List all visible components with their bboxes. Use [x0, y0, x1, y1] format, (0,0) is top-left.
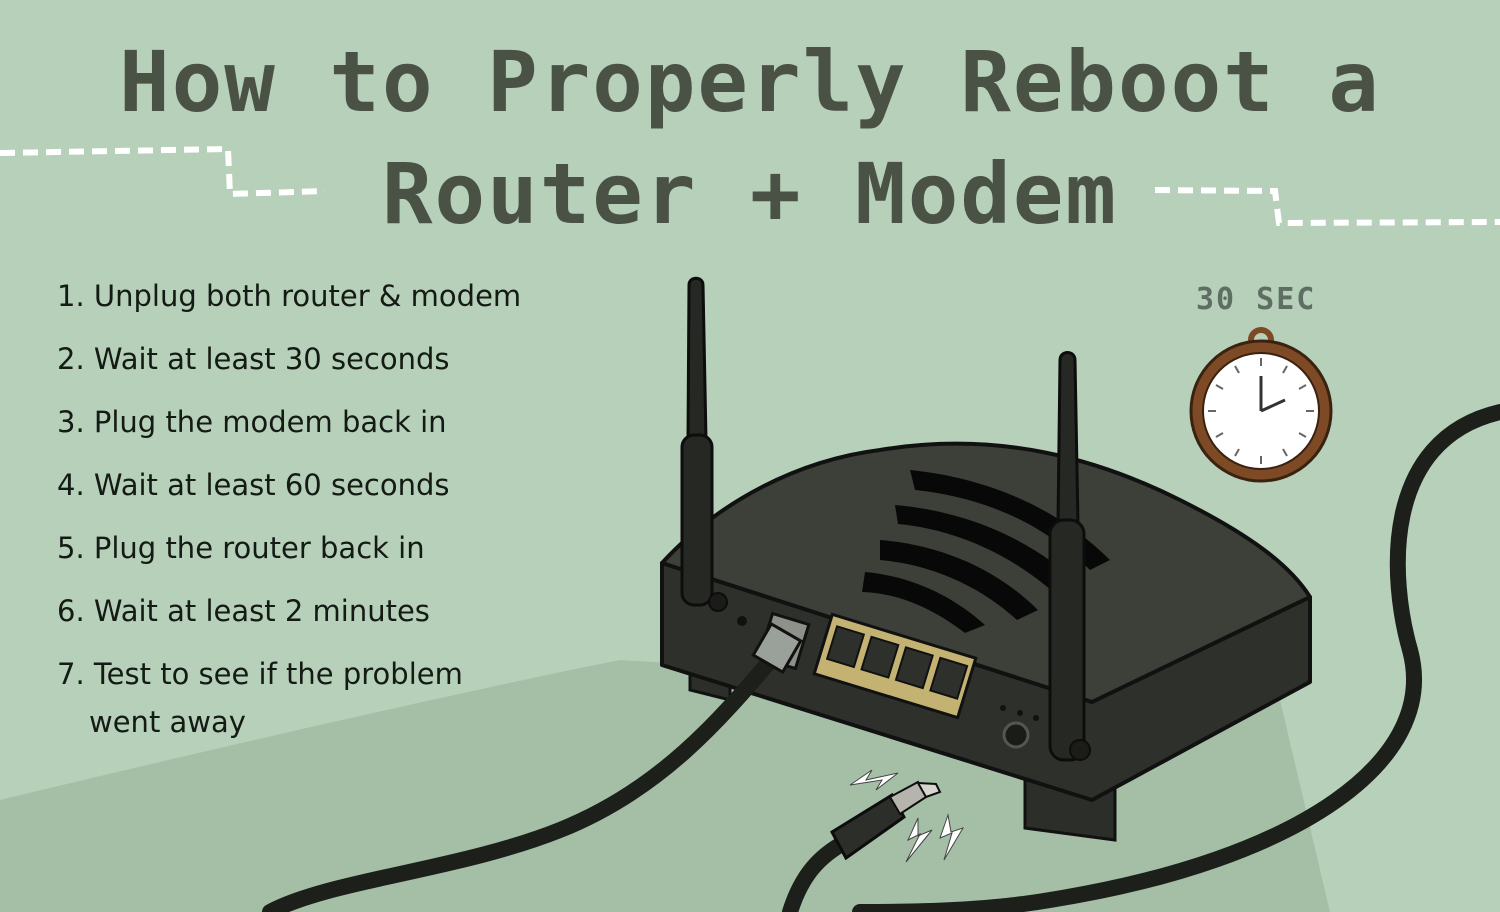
timer-label: 30 SEC — [1196, 282, 1317, 317]
step-text: 3. Plug the modem back in — [57, 405, 447, 439]
audio-plug-icon — [782, 780, 942, 912]
step-item: 2. Wait at least 30 seconds — [57, 335, 521, 398]
step-text: 6. Wait at least 2 minutes — [57, 594, 430, 628]
page-title-line-2: Router + Modem — [381, 145, 1118, 243]
wifi-stripes — [862, 470, 1110, 633]
stopwatch-icon — [1189, 327, 1333, 483]
step-item: 6. Wait at least 2 minutes — [57, 587, 521, 650]
step-item: 7. Test to see if the problem went away — [57, 650, 521, 739]
spark-icon — [849, 769, 965, 863]
step-text: 5. Plug the router back in — [57, 531, 425, 565]
antenna-right — [1048, 351, 1091, 762]
step-item: 3. Plug the modem back in — [57, 398, 521, 461]
step-item: 5. Plug the router back in — [57, 524, 521, 587]
router-illustration — [660, 441, 1312, 842]
power-cable — [852, 404, 1500, 912]
step-item: 4. Wait at least 60 seconds — [57, 461, 521, 524]
step-text: 4. Wait at least 60 seconds — [57, 468, 450, 502]
step-text: 7. Test to see if the problem — [57, 657, 463, 691]
dashed-line-right — [1154, 187, 1500, 227]
antenna-left — [680, 276, 728, 612]
step-text: 2. Wait at least 30 seconds — [57, 342, 450, 376]
step-item: 1. Unplug both router & modem — [57, 272, 521, 335]
ethernet-cable — [262, 647, 783, 912]
steps-list: 1. Unplug both router & modem 2. Wait at… — [57, 272, 521, 739]
step-text-continued: went away — [89, 705, 246, 739]
page-title-line-1: How to Properly Reboot a — [119, 33, 1381, 131]
step-text: 1. Unplug both router & modem — [57, 279, 522, 313]
